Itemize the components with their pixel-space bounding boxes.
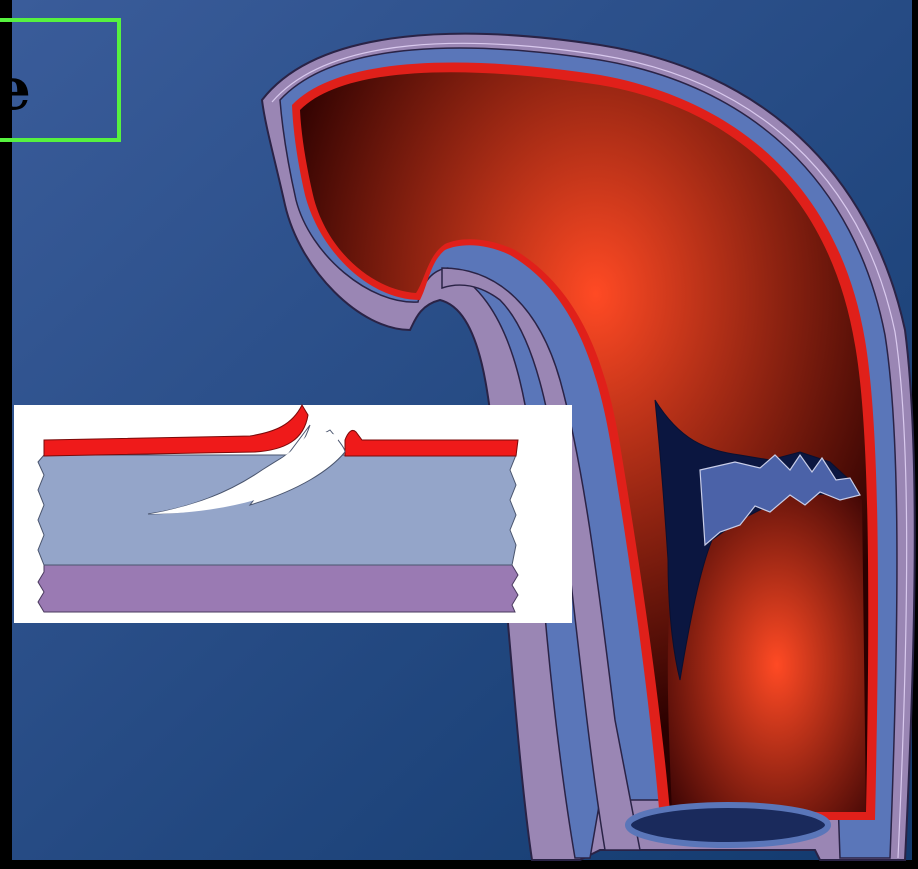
inset-panel [14,405,572,623]
aorta-bottom-opening [628,805,828,845]
label-letter: e [0,60,31,118]
label-box: e [0,18,121,142]
inset-adventitia [38,565,518,612]
